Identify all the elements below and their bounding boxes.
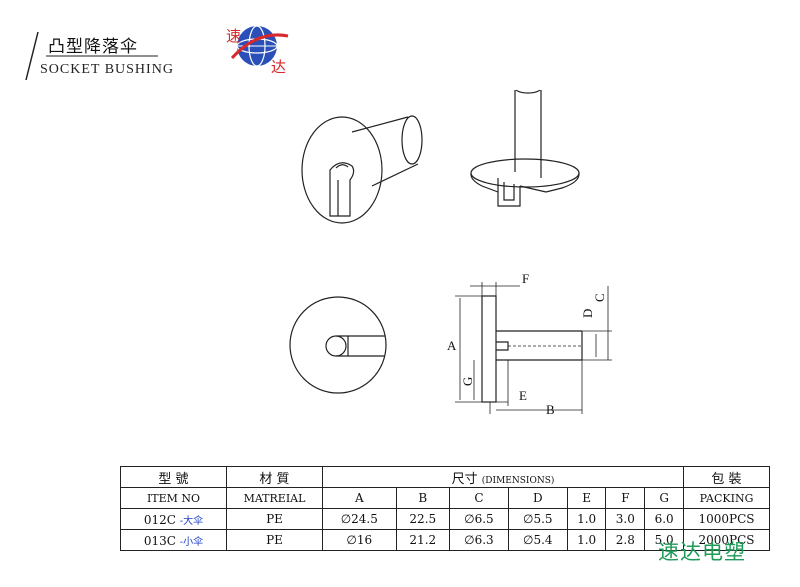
dim-label-b: B [546,402,555,417]
dim-letter: G [644,487,684,509]
item-cell: 012C -大伞 [120,508,227,530]
logo-text-bottom: 达 [271,59,286,76]
dim-letter: B [395,487,451,509]
header-item-en: ITEM NO [120,487,227,509]
dim-value: 1.0 [566,508,607,530]
dim-letter: E [566,487,607,509]
dim-value: ∅6.3 [449,529,509,551]
dim-value: ∅6.5 [449,508,509,530]
header-packing-cn: 包 裝 [683,466,770,488]
dim-value: 22.5 [395,508,451,530]
table-row: 012C -大伞 PE ∅24.5 22.5 ∅6.5 ∅5.5 1.0 3.0… [120,508,770,530]
dim-value: ∅24.5 [322,508,397,530]
header-dimensions-cn: 尺寸 [451,471,478,487]
header-dimensions: 尺寸 (DIMENSIONS) [322,466,684,488]
header-dimensions-en: (DIMENSIONS) [481,475,555,486]
item-tag: -小伞 [179,536,204,548]
dim-letter: F [605,487,646,509]
dim-value: ∅5.5 [507,508,568,530]
table-subheader-row: ITEM NO MATREIAL A B C D E F G PACKING [120,487,770,509]
dim-value: 6.0 [644,508,684,530]
material-cell: PE [226,508,323,530]
dim-value: 1.0 [566,529,607,551]
title-chinese: 凸型降落伞 [48,37,138,57]
item-tag: -大伞 [179,515,204,527]
dim-label-e: E [519,388,527,403]
header-item-cn: 型 號 [120,466,227,488]
header-decoration: 速 达 [25,25,289,81]
dim-label-g: G [460,377,475,386]
watermark-text: 速达电塑 [658,540,746,564]
dim-value: ∅16 [322,529,397,551]
packing-cell: 1000PCS [683,508,770,530]
packing-cell: 2000PCS [683,529,770,551]
logo-globe-icon [230,25,289,67]
dim-value: 2.8 [605,529,646,551]
dim-label-d: D [580,309,595,318]
title-english: SOCKET BUSHING [40,62,174,77]
item-no: 013C [143,533,176,548]
dim-label-a: A [447,338,457,353]
material-cell: PE [226,529,323,551]
front-view [289,296,387,394]
header-material-en: MATREIAL [226,487,323,509]
dim-label-f: F [522,271,529,286]
table-header-row: 型 號 材 質 尺寸 (DIMENSIONS) 包 裝 [120,466,770,488]
dim-letter: A [322,487,397,509]
item-cell: 013C -小伞 [120,529,227,551]
header-packing-en: PACKING [683,487,770,509]
table-row: 013C -小伞 PE ∅16 21.2 ∅6.3 ∅5.4 1.0 2.8 5… [120,529,770,551]
technical-drawing: A B C D E F G [289,90,612,417]
iso-view-left [301,115,423,224]
dim-label-c: C [592,293,607,302]
spec-table: 型 號 材 質 尺寸 (DIMENSIONS) 包 裝 ITEM NO MATR… [120,466,770,551]
side-view [481,295,583,403]
header-material-cn: 材 質 [226,466,323,488]
header-slash-line [25,31,39,81]
dim-value: 3.0 [605,508,646,530]
dim-letter: C [449,487,509,509]
dim-letter: D [507,487,568,509]
item-no: 012C [143,512,176,527]
dim-value: ∅5.4 [507,529,568,551]
iso-view-right [470,90,580,207]
dimension-lines [455,282,612,414]
logo-text-top: 速 [226,28,241,45]
dim-value: 21.2 [395,529,451,551]
